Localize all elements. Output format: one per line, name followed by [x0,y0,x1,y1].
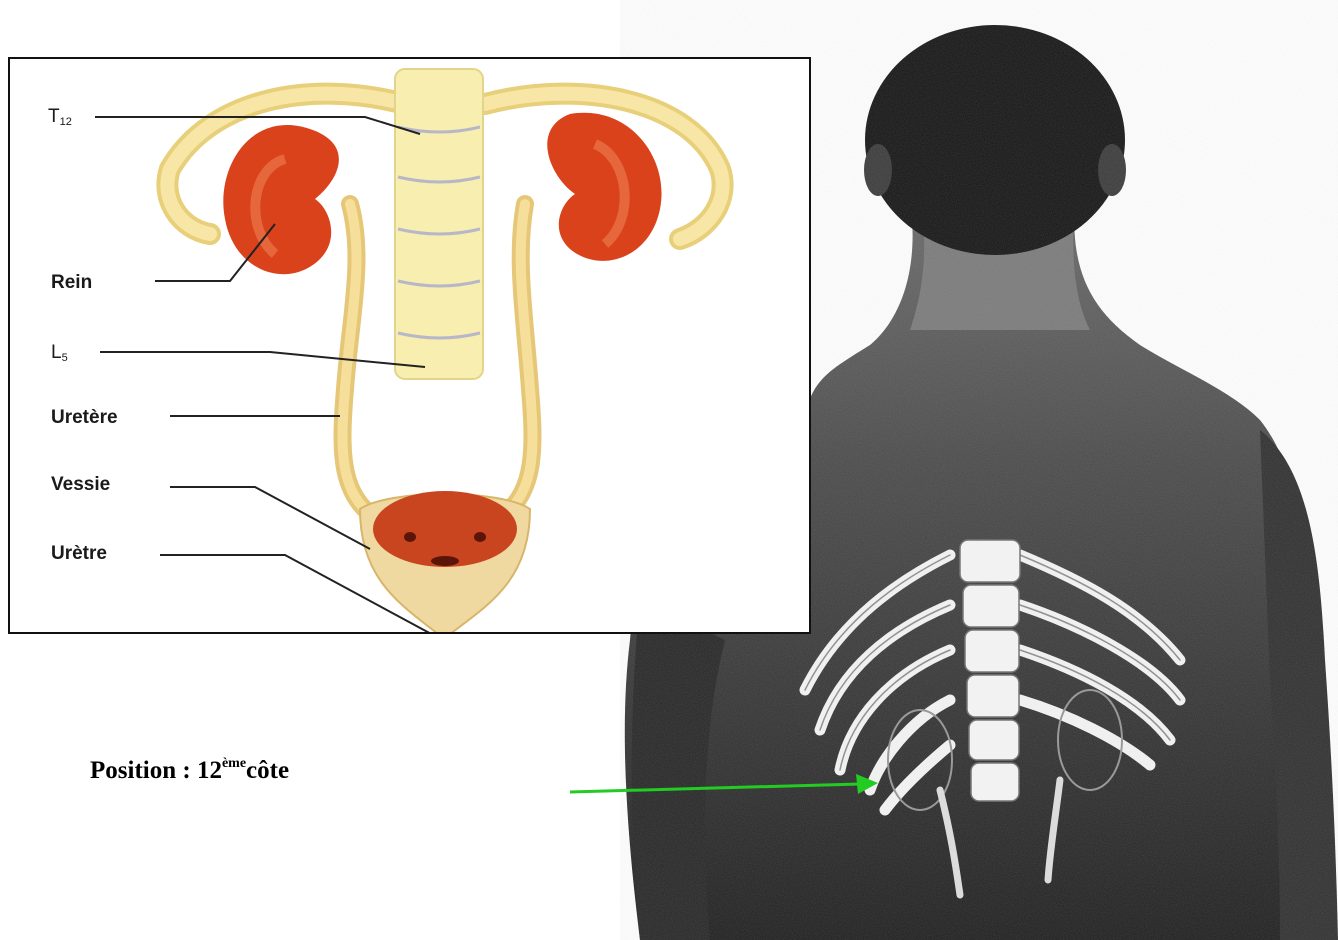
position-caption: Position : 12èmecôte [90,756,289,785]
caption-prefix: Position : 12 [90,757,222,784]
caption-superscript: ème [222,756,246,771]
label-rein: Rein [51,273,92,292]
label-t12: T12 [48,107,72,128]
urinary-system-diagram: T12 Rein L5 Uretère Vessie Urètre [8,57,811,634]
label-vessie: Vessie [51,475,110,494]
diagram-illustration [10,59,811,634]
label-uretre: Urètre [51,544,107,563]
label-uretere: Uretère [51,408,118,427]
diagram-left-kidney [223,125,339,274]
label-l5: L5 [51,343,68,364]
caption-suffix: côte [246,757,289,784]
green-arrow-icon [560,770,890,810]
diagram-spine [395,69,483,379]
